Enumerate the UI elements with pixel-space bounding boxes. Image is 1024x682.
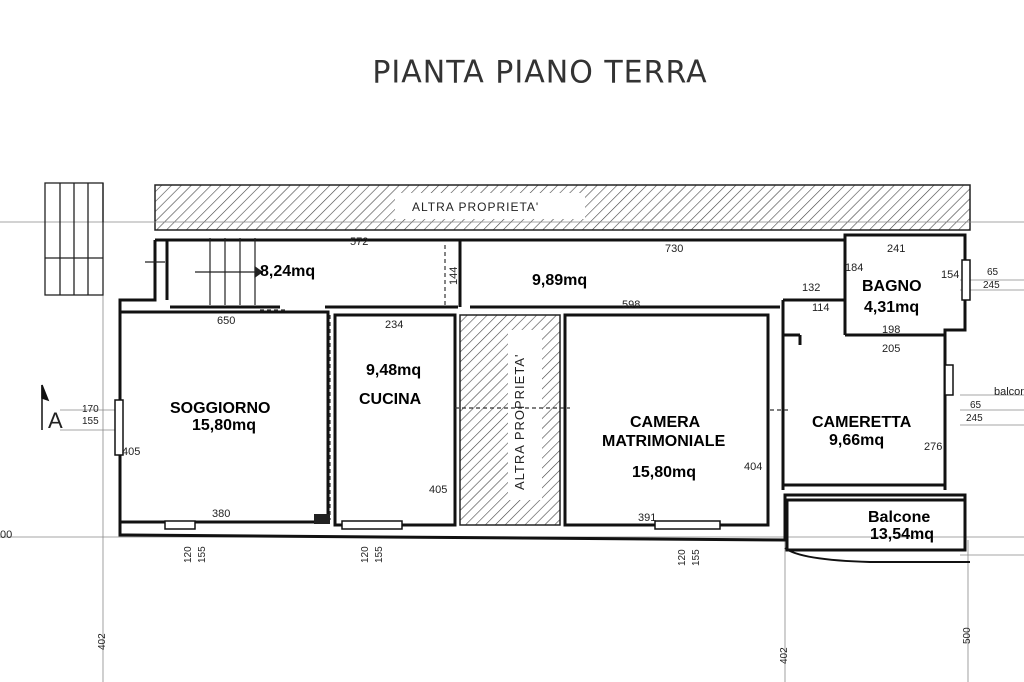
dim-144: 144 — [448, 266, 460, 285]
bagno-area: 4,31mq — [864, 299, 920, 316]
dim-402-a: 402 — [97, 633, 108, 650]
dim-245-a: 245 — [983, 280, 1000, 291]
dim-132: 132 — [802, 282, 821, 294]
cameretta-name: CAMERETTA — [812, 414, 912, 431]
dim-120-c: 120 — [677, 549, 688, 566]
balcone-name: Balcone — [868, 509, 931, 526]
dim-65-a: 65 — [987, 267, 999, 278]
cameretta-area: 9,66mq — [829, 432, 885, 449]
corridoio-area: 9,89mq — [532, 272, 588, 289]
dim-00: 00 — [0, 529, 13, 541]
dim-120-a: 120 — [183, 546, 194, 563]
dim-404: 404 — [744, 461, 763, 473]
dim-402-b: 402 — [779, 647, 790, 664]
dim-405-a: 405 — [122, 446, 141, 458]
dim-114: 114 — [812, 302, 830, 314]
balcon-note: balcon — [994, 386, 1024, 398]
cucina-name: CUCINA — [359, 391, 422, 408]
dim-155-a: 155 — [82, 416, 99, 427]
section-marker-a — [41, 384, 50, 430]
soggiorno-name: SOGGIORNO — [170, 400, 271, 417]
dim-170: 170 — [82, 404, 99, 415]
camera-name-1: CAMERA — [630, 414, 701, 431]
bagno-name: BAGNO — [862, 278, 922, 295]
dim-155-c: 155 — [374, 546, 385, 563]
dim-730: 730 — [665, 243, 684, 255]
dim-598: 598 — [622, 299, 641, 311]
dim-205: 205 — [882, 343, 901, 355]
ingresso-area: 8,24mq — [260, 263, 316, 280]
altra-proprieta-top-label: ALTRA PROPRIETA' — [412, 200, 540, 214]
dim-198: 198 — [882, 324, 901, 336]
dim-184: 184 — [845, 262, 864, 274]
dim-120-b: 120 — [360, 546, 371, 563]
walls — [118, 233, 967, 552]
altra-proprieta-mid-label: ALTRA PROPRIETA' — [512, 353, 527, 490]
dim-391: 391 — [638, 512, 657, 524]
external-stair — [44, 182, 104, 296]
dim-405-b: 405 — [429, 484, 448, 496]
section-marker-label: A — [48, 408, 63, 433]
dim-245-b: 245 — [966, 413, 983, 424]
dim-234: 234 — [385, 319, 404, 331]
cucina-area: 9,48mq — [366, 362, 422, 379]
dim-380: 380 — [212, 508, 231, 520]
dim-276: 276 — [924, 441, 943, 453]
dim-572: 572 — [350, 236, 369, 248]
dim-155-d: 155 — [691, 549, 702, 566]
dim-154: 154 — [941, 269, 960, 281]
dim-650: 650 — [217, 315, 236, 327]
camera-name-2: MATRIMONIALE — [602, 433, 726, 450]
dim-500: 500 — [962, 627, 973, 644]
dim-241: 241 — [887, 243, 906, 255]
internal-stair — [145, 238, 264, 305]
dim-155-b: 155 — [197, 546, 208, 563]
balcone-area: 13,54mq — [870, 526, 935, 543]
camera-area: 15,80mq — [632, 464, 697, 481]
dim-65-b: 65 — [970, 400, 982, 411]
page-title: PIANTA PIANO TERRA — [372, 54, 708, 91]
soggiorno-area: 15,80mq — [192, 417, 257, 434]
